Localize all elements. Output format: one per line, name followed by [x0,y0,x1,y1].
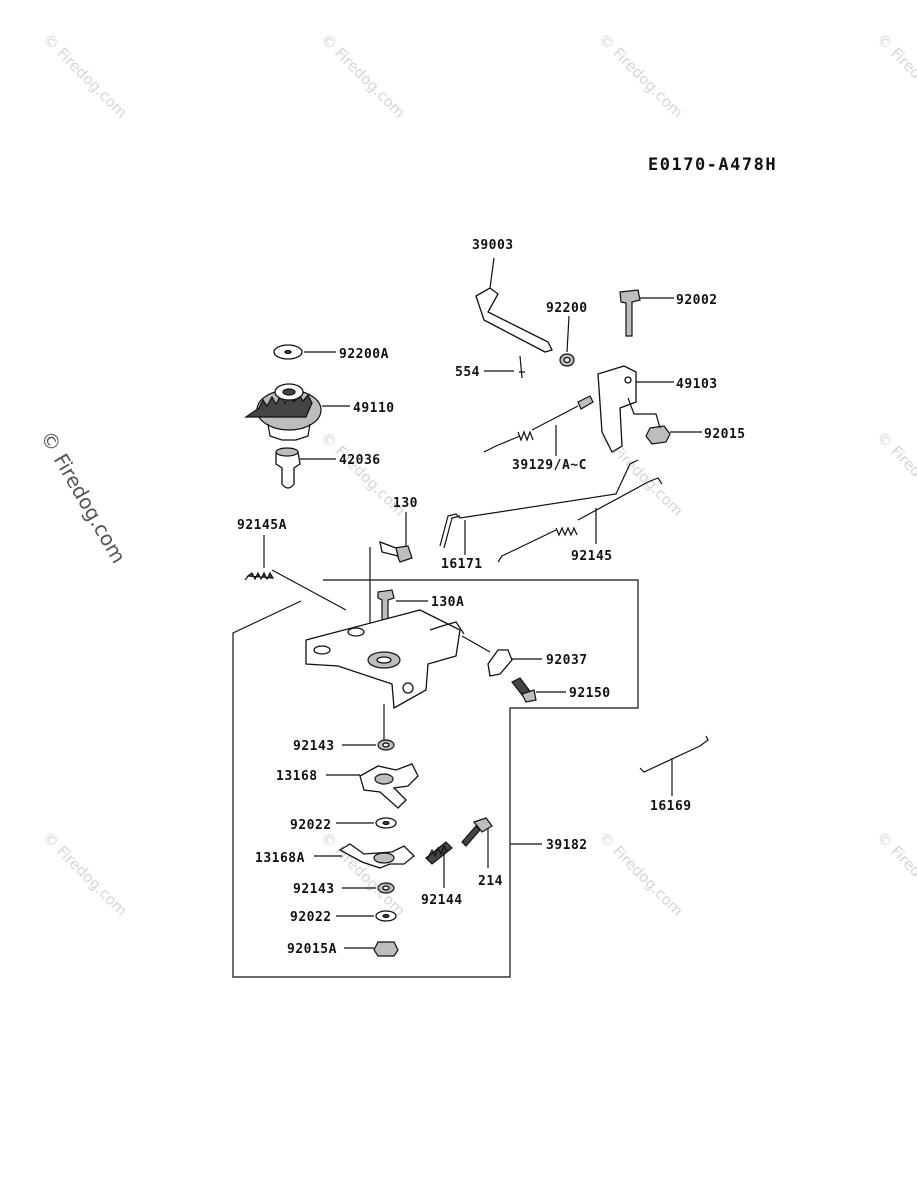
plate-hole-lower [402,682,414,694]
washer-hole-4 [382,820,390,826]
watermark-11: © Firedog.com [873,828,917,920]
watermark-7: © Firedog.com [873,428,917,520]
label-16169: 16169 [650,799,692,814]
leader-39003 [489,257,495,289]
label-49103: 49103 [676,377,718,392]
label-92200A: 92200A [339,347,389,362]
part-49103-plate [597,365,637,453]
label-92037: 92037 [546,653,588,668]
governor-plate-group [305,547,566,957]
part-42036-sleeve [275,447,301,489]
nut-link [627,397,661,429]
plate-slot-2 [347,627,365,637]
watermarks: © Firedog.com © Firedog.com © Firedog.co… [36,30,917,920]
label-554: 554 [455,365,480,380]
label-214: 214 [478,874,503,889]
label-49110: 49110 [353,401,395,416]
part-92037-clip [487,649,513,677]
part-39129-spring [517,430,534,442]
watermark-1: © Firedog.com [39,30,131,122]
label-92145A: 92145A [237,518,287,533]
plate-tab [429,621,465,635]
label-92002: 92002 [676,293,718,308]
label-92022-2: 92022 [290,910,332,925]
part-214-bolt [461,825,481,847]
leader-92200 [566,315,570,353]
plate-hole [624,376,632,384]
spring-coils [427,844,448,859]
part-554-pin [519,355,525,379]
label-16171: 16171 [441,557,483,572]
watermark-4: © Firedog.com [873,30,917,122]
lever-hub [374,773,394,785]
part-92145A-spring [244,569,347,611]
label-92015: 92015 [704,427,746,442]
watermark-2: © Firedog.com [317,30,409,122]
washer-hole [563,356,571,364]
part-16171-rod-edge [443,515,461,549]
part-92015A-nut [373,941,399,957]
part-92144-spring [425,841,453,865]
watermark-main: © Firedog.com [36,427,131,568]
watermark-9: © Firedog.com [317,828,409,920]
part-16169-rod [639,735,709,773]
label-92200: 92200 [546,301,588,316]
part-16169-group [639,735,709,796]
part-49110-gear [244,383,322,441]
label-39129: 39129/A~C [512,458,587,473]
rod-end [577,395,594,410]
part-39129-rod [483,405,579,453]
label-92022: 92022 [290,818,332,833]
part-labels: 39003 92200 92002 554 49103 92015 39129/… [237,238,746,957]
part-39003-lever [475,287,553,353]
part-92015-nut [645,425,671,445]
washer-hole-6 [382,913,390,919]
label-92145: 92145 [571,549,613,564]
part-92002-bolt [619,289,641,337]
diagram-code: E0170-A478H [648,155,777,175]
label-13168A: 13168A [255,851,305,866]
label-42036: 42036 [339,453,381,468]
part-92145-spring [555,526,578,537]
part-16171-rod [439,459,639,547]
label-130A: 130A [431,595,464,610]
part-92145-rod [497,477,663,563]
governor-group [244,344,413,611]
part-92150-head [521,689,537,703]
label-39003: 39003 [472,238,514,253]
label-13168: 13168 [276,769,318,784]
label-39182: 39182 [546,838,588,853]
watermark-8: © Firedog.com [39,828,131,920]
label-92143: 92143 [293,739,335,754]
lever-hub-2 [373,852,395,864]
label-92150: 92150 [569,686,611,701]
washer-hole-2 [284,349,292,355]
washer-hole-3 [382,742,390,748]
plate-center-hole [376,656,392,664]
label-92015A: 92015A [287,942,337,957]
throttle-lever-group [439,257,702,563]
label-130: 130 [393,496,418,511]
part-130-bolt [379,540,413,563]
watermark-3: © Firedog.com [595,30,687,122]
clip-link [461,635,491,653]
plate-slot-1 [313,645,331,655]
assembly-boundary [232,579,639,978]
label-92144: 92144 [421,893,463,908]
watermark-10: © Firedog.com [595,828,687,920]
part-13168-lever [359,763,419,809]
washer-hole-5 [382,885,390,891]
label-92143-2: 92143 [293,882,335,897]
